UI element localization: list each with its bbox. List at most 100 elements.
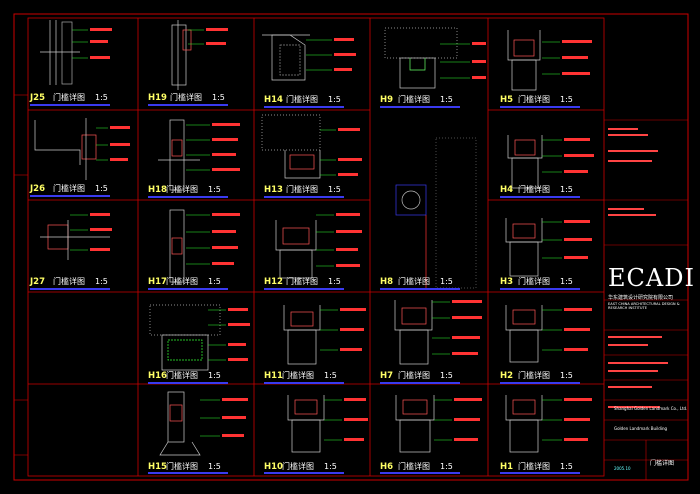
sheet-name: 门槛详图 (650, 460, 675, 467)
annotation-tags (90, 28, 594, 441)
detail-code: H17 (148, 277, 167, 287)
detail-scale: 1:5 (328, 277, 341, 286)
detail-scale: 1:5 (440, 277, 453, 286)
detail-H19-drawing (171, 20, 192, 90)
detail-H2-drawing (505, 305, 543, 363)
detail-scale: 1:5 (208, 462, 221, 471)
detail-H16-drawing (149, 304, 221, 371)
detail-title: 门槛详图 (166, 277, 198, 286)
detail-H3-drawing (505, 218, 543, 277)
detail-title: 门槛详图 (518, 462, 550, 471)
detail-scale: 1:5 (328, 185, 341, 194)
detail-scale: 1:5 (560, 371, 573, 380)
detail-title: 门槛详图 (398, 95, 430, 104)
left-margin-ticks (14, 94, 28, 456)
detail-code: H5 (500, 95, 514, 105)
detail-scale: 1:5 (560, 185, 573, 194)
detail-scale: 1:5 (440, 95, 453, 104)
detail-title: 门槛详图 (286, 277, 318, 286)
detail-underline (380, 106, 460, 108)
detail-scale: 1:5 (212, 93, 225, 102)
detail-H5-drawing (507, 30, 541, 91)
detail-scale: 1:5 (440, 371, 453, 380)
detail-H9-drawing (384, 27, 458, 89)
title-block-lines (604, 119, 688, 480)
detail-H4-drawing (507, 135, 543, 189)
grid-lines (28, 18, 604, 476)
detail-J25-drawing (40, 20, 80, 85)
detail-scale: 1:5 (208, 277, 221, 286)
detail-underline (30, 104, 110, 106)
detail-scale: 1:5 (324, 462, 337, 471)
detail-H18-drawing (158, 119, 200, 191)
detail-code: H10 (264, 462, 283, 472)
detail-title: 门槛详图 (53, 277, 85, 286)
detail-title: 门槛详图 (282, 371, 314, 380)
detail-title: 门槛详图 (518, 185, 550, 194)
detail-underline (380, 472, 460, 474)
detail-H11-drawing (283, 305, 321, 365)
detail-H13-drawing (261, 114, 321, 179)
detail-code: J26 (30, 184, 45, 194)
detail-title: 门槛详图 (282, 462, 314, 471)
detail-code: H12 (264, 277, 283, 287)
detail-underline (148, 104, 228, 106)
detail-code: H8 (380, 277, 394, 287)
client-name: Shanghai Golden Landmark Co., Ltd. (614, 406, 688, 411)
company-name-en: EAST CHINA ARCHITECTURAL DESIGN & RESEAR… (608, 302, 680, 310)
detail-code: H1 (500, 462, 514, 472)
detail-title: 门槛详图 (166, 185, 198, 194)
detail-H1-drawing (505, 395, 543, 453)
detail-code: J27 (30, 277, 45, 287)
detail-underline (148, 472, 228, 474)
detail-scale: 1:5 (560, 95, 573, 104)
detail-scale: 1:5 (95, 277, 108, 286)
detail-underline (264, 472, 344, 474)
detail-underline (264, 106, 344, 108)
detail-code: H4 (500, 185, 514, 195)
detail-H12-drawing (275, 220, 317, 279)
detail-underline (264, 288, 344, 290)
detail-title: 门槛详图 (286, 95, 318, 104)
detail-code: H15 (148, 462, 167, 472)
detail-underline (264, 382, 344, 384)
title-block-marks (608, 128, 668, 408)
detail-code: H14 (264, 95, 283, 105)
detail-code: H11 (264, 371, 283, 381)
detail-underline (148, 196, 228, 198)
title-block: ECADI 华东建筑设计研究院有限公司 EAST CHINA ARCHITECT… (604, 14, 694, 480)
detail-scale: 1:5 (328, 95, 341, 104)
drawing-date: 2005.10 (614, 466, 631, 471)
detail-code: H19 (148, 93, 167, 103)
detail-title: 门槛详图 (518, 371, 550, 380)
detail-underline (380, 288, 460, 290)
detail-J26-drawing (34, 118, 97, 180)
detail-title: 门槛详图 (166, 462, 198, 471)
detail-underline (500, 472, 580, 474)
detail-underline (148, 382, 228, 384)
detail-underline (264, 196, 344, 198)
detail-title: 门槛详图 (398, 277, 430, 286)
detail-title: 门槛详图 (518, 95, 550, 104)
detail-underline (500, 196, 580, 198)
detail-title: 门槛详图 (166, 371, 198, 380)
detail-code: H9 (380, 95, 394, 105)
detail-code: H2 (500, 371, 514, 381)
detail-H6-drawing (395, 395, 435, 453)
detail-underline (380, 382, 460, 384)
detail-drawings (34, 20, 543, 456)
detail-code: H13 (264, 185, 283, 195)
detail-underline (500, 106, 580, 108)
detail-scale: 1:5 (440, 462, 453, 471)
detail-H14-drawing (262, 34, 310, 81)
detail-underline (500, 288, 580, 290)
detail-scale: 1:5 (560, 462, 573, 471)
detail-scale: 1:5 (95, 184, 108, 193)
detail-H7-drawing (394, 300, 433, 365)
detail-title: 门槛详图 (398, 462, 430, 471)
detail-title: 门槛详图 (53, 184, 85, 193)
detail-underline (30, 288, 110, 290)
detail-code: H6 (380, 462, 394, 472)
